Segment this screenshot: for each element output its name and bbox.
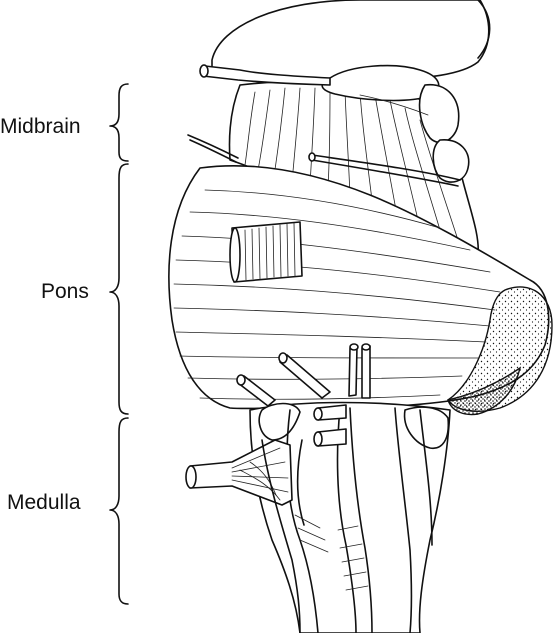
lower-medulla-rootlets <box>294 514 369 591</box>
label-medulla: Medulla <box>7 491 81 514</box>
pons-brace <box>109 163 129 415</box>
label-midbrain: Midbrain <box>0 115 81 138</box>
trigeminal-stub-lines <box>244 222 296 281</box>
vagus-rootlets <box>231 447 289 501</box>
pons-structure <box>168 165 553 416</box>
label-pons: Pons <box>41 280 89 303</box>
midbrain-structure <box>228 64 480 256</box>
cranial-nerve-iii <box>199 64 331 86</box>
cranial-nerve-iv <box>187 134 461 187</box>
midbrain-brace <box>109 83 129 162</box>
medulla-brace <box>109 417 129 605</box>
pontomedullary-nerve-stubs <box>236 343 371 407</box>
medulla-structure <box>185 401 451 634</box>
